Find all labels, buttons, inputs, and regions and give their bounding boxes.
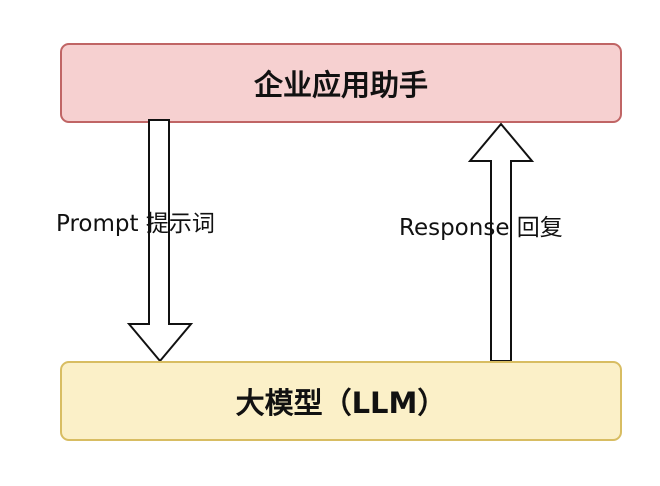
prompt-arrow-down xyxy=(126,119,194,363)
prompt-label: Prompt 提示词 xyxy=(56,211,215,237)
response-arrow-up xyxy=(467,122,535,362)
llm-box: 大模型（LLM） xyxy=(60,361,622,441)
enterprise-assistant-label: 企业应用助手 xyxy=(253,68,428,102)
response-label: Response 回复 xyxy=(399,215,563,241)
llm-label: 大模型（LLM） xyxy=(235,386,447,420)
enterprise-assistant-box: 企业应用助手 xyxy=(60,43,622,123)
